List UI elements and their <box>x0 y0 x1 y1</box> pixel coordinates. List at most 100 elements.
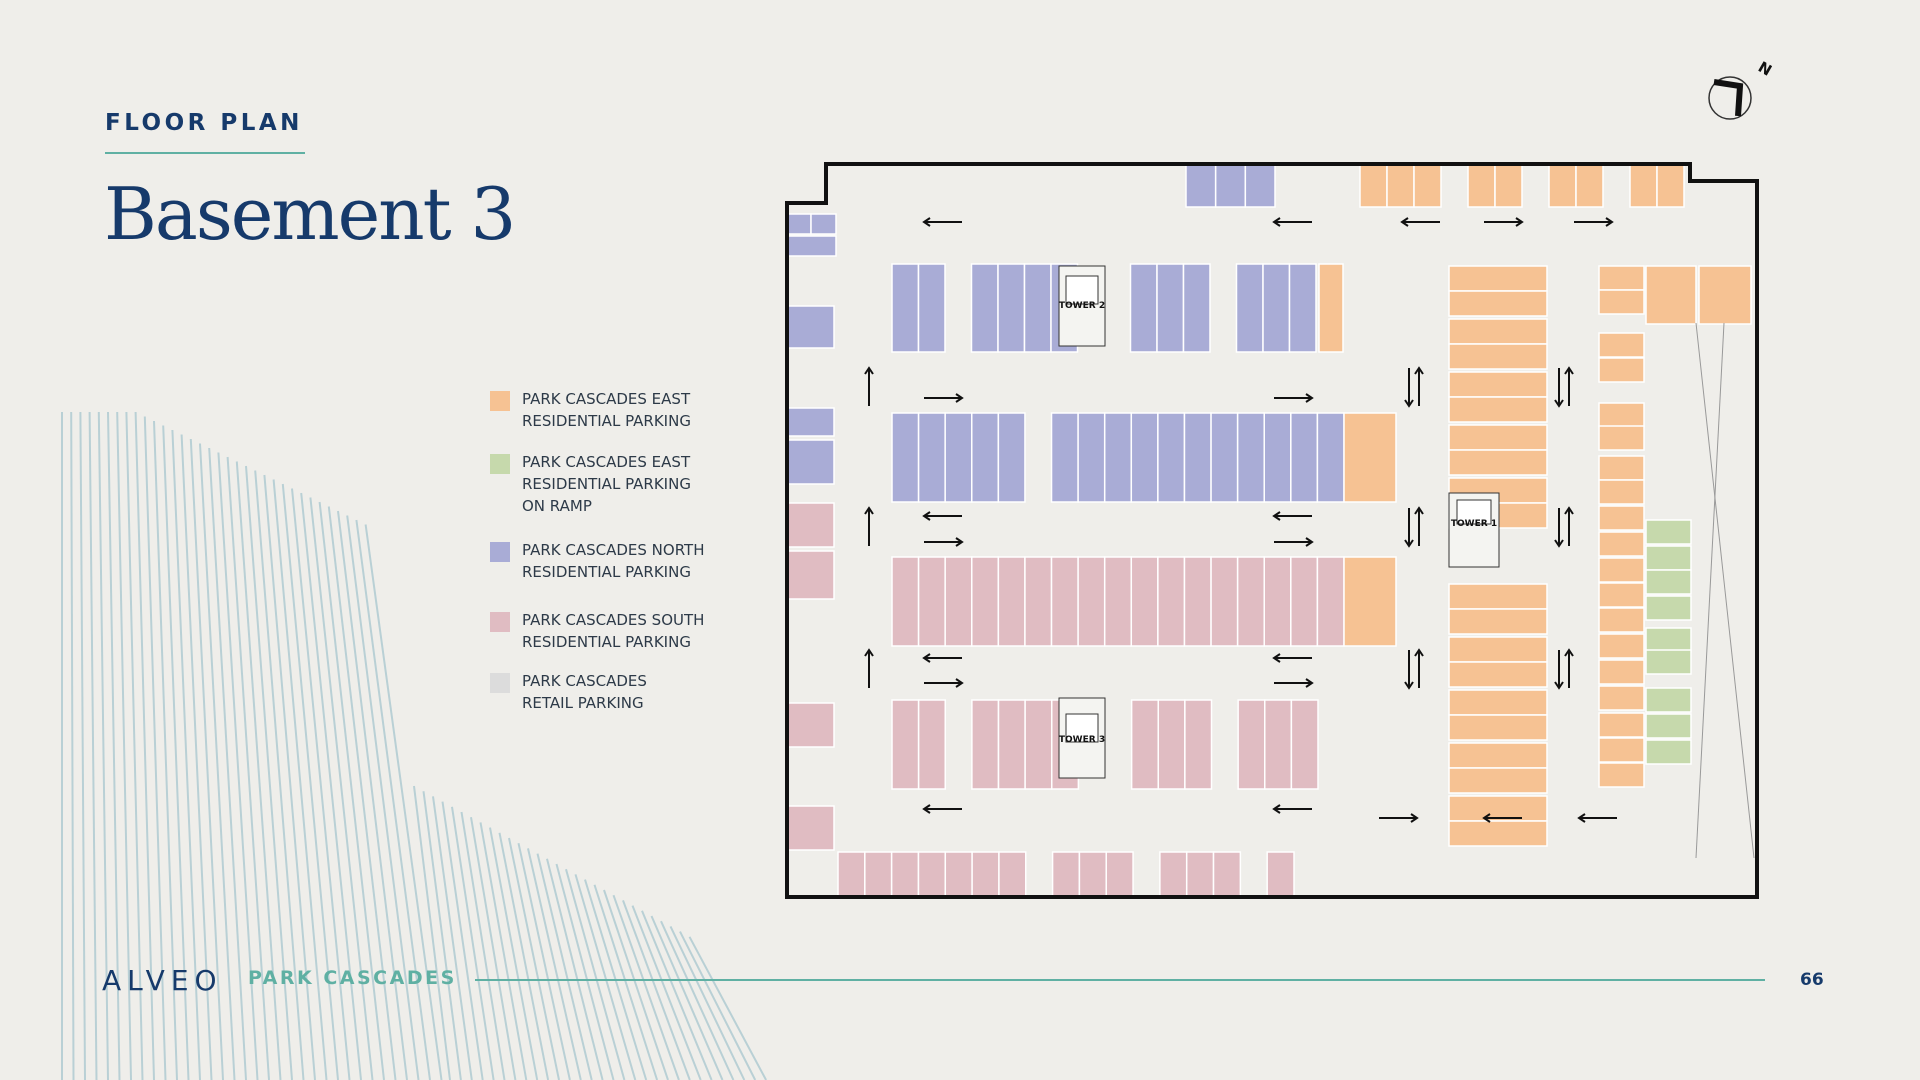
legend-swatch-retail <box>490 673 510 693</box>
tower-1-label: TOWER 1 <box>1451 519 1497 529</box>
traffic-arrow-icon <box>1564 506 1574 546</box>
decorative-line <box>498 832 550 1080</box>
decorative-line <box>555 863 615 1080</box>
parking-stall-south <box>1184 699 1213 790</box>
traffic-arrow-icon <box>1404 508 1414 548</box>
tower-core-3: TOWER 3 <box>1058 697 1106 779</box>
parking-stall-east <box>1386 163 1415 208</box>
parking-stall-south <box>1078 851 1107 898</box>
decorative-line <box>134 411 155 1080</box>
legend-label-north: PARK CASCADES NORTH RESIDENTIAL PARKING <box>522 541 705 581</box>
parking-stall-east <box>1598 557 1645 583</box>
traffic-arrow-icon <box>922 217 962 227</box>
parking-stall-north <box>1244 163 1276 208</box>
parking-stall-north <box>1288 263 1317 353</box>
legend-swatch-east-ramp <box>490 454 510 474</box>
parking-stall-north <box>1185 163 1217 208</box>
parking-stall-south <box>917 699 946 790</box>
parking-stall-east <box>1598 402 1645 428</box>
parking-stall-north <box>970 263 999 353</box>
decorative-line <box>470 817 517 1080</box>
traffic-arrow-icon <box>864 506 874 546</box>
parking-stall-south <box>1130 699 1159 790</box>
parking-stall-north <box>785 235 837 257</box>
parking-stall-south <box>1264 699 1293 790</box>
footer-project-name: PARK CASCADES <box>248 967 457 989</box>
decorative-line <box>612 894 680 1080</box>
eyebrow-underline <box>105 152 305 154</box>
parking-stall-south <box>1290 556 1319 647</box>
decorative-line <box>593 884 659 1080</box>
traffic-arrow-icon <box>922 511 962 521</box>
decorative-line <box>536 853 593 1080</box>
parking-stall-south <box>917 851 947 898</box>
decorative-line <box>245 465 293 1080</box>
decorative-line <box>143 416 167 1080</box>
decorative-line <box>79 411 86 1080</box>
parking-stall-south <box>1105 851 1134 898</box>
decorative-line <box>489 827 539 1080</box>
parking-stall-south <box>1103 556 1133 647</box>
parking-stall-east <box>1448 636 1548 663</box>
parking-stall-north <box>785 439 835 485</box>
parking-stall-south <box>837 851 866 898</box>
parking-stall-east <box>1448 318 1548 345</box>
traffic-arrow-icon <box>1404 368 1414 408</box>
parking-stall-north <box>917 263 946 353</box>
parking-stall-east <box>1598 607 1645 633</box>
traffic-arrow-icon <box>922 653 962 663</box>
basement-floor-plan: TOWER 2 TOWER 1 TOWER 3 <box>785 162 1759 899</box>
parking-stall-south <box>1157 556 1186 647</box>
parking-stall-south <box>785 805 835 851</box>
parking-stall-north <box>1263 412 1292 503</box>
parking-stall-east <box>1598 332 1645 358</box>
parking-stall-south <box>917 556 946 647</box>
legend-label-east-ramp: PARK CASCADES EAST RESIDENTIAL PARKING O… <box>522 453 691 515</box>
parking-stall-south <box>1159 851 1188 898</box>
traffic-arrow-icon <box>1482 813 1522 823</box>
decorative-line <box>318 501 385 1080</box>
parking-stall-south <box>1024 556 1053 647</box>
parking-stalls <box>785 163 1752 898</box>
parking-stall-east <box>1598 425 1645 451</box>
traffic-arrow-icon <box>1414 366 1424 406</box>
parking-stall-north <box>1214 163 1247 208</box>
parking-stall-east <box>1548 163 1577 208</box>
traffic-arrow-icon <box>1484 217 1524 227</box>
section-eyebrow: FLOOR PLAN <box>105 110 303 136</box>
parking-stall-south <box>1212 851 1242 898</box>
parking-stall-north <box>1290 412 1319 503</box>
traffic-arrow-icon <box>1379 813 1419 823</box>
footer-rule <box>475 979 1765 981</box>
decorative-line <box>364 524 443 1080</box>
parking-stall-east <box>1598 762 1645 788</box>
parking-stall-south <box>864 851 893 898</box>
decorative-line <box>337 510 408 1080</box>
parking-stall-north <box>1182 263 1211 353</box>
parking-stall-east <box>1448 661 1548 688</box>
decorative-line <box>517 842 571 1080</box>
parking-stall-east <box>1343 412 1397 503</box>
decorative-line <box>70 411 75 1080</box>
legend-swatch-north <box>490 542 510 562</box>
traffic-arrow-icon <box>924 678 964 688</box>
parking-stall-north <box>1157 412 1186 503</box>
parking-stall-east-ramp <box>1645 687 1692 713</box>
parking-stall-north <box>785 305 835 349</box>
parking-stall-north <box>997 412 1026 503</box>
parking-stall-east <box>1448 608 1548 635</box>
traffic-arrow-icon <box>922 804 962 814</box>
legend-label-south: PARK CASCADES SOUTH RESIDENTIAL PARKING <box>522 611 705 651</box>
parking-stall-south <box>1266 851 1295 898</box>
parking-stall-east <box>1598 357 1645 383</box>
traffic-arrow-icon <box>1554 650 1564 690</box>
parking-stall-north <box>1103 412 1133 503</box>
parking-stall-north <box>1236 412 1265 503</box>
decorative-line <box>226 456 270 1080</box>
parking-stall-east <box>1448 689 1548 716</box>
parking-stall-east <box>1359 163 1388 208</box>
parking-stall-north <box>891 263 920 353</box>
traffic-arrow-icon <box>1272 804 1312 814</box>
traffic-arrow-icon <box>924 537 964 547</box>
